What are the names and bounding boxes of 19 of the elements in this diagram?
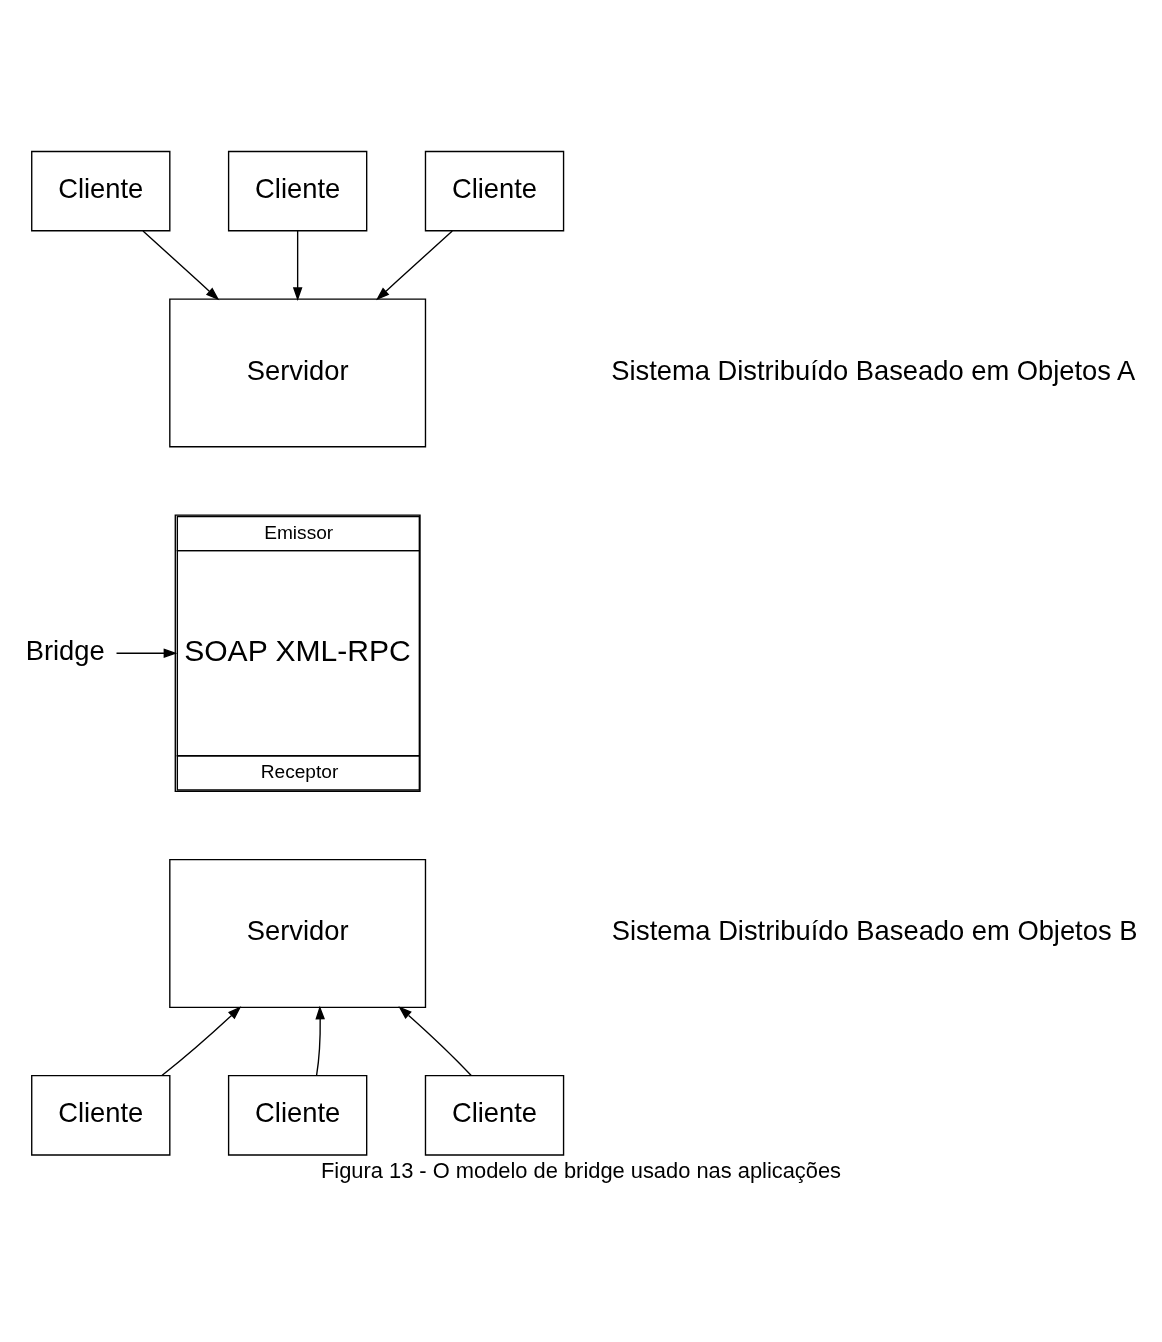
arrow bbox=[376, 230, 453, 301]
node-box: Cliente bbox=[227, 1075, 368, 1156]
arrow bbox=[142, 230, 220, 301]
caption: Figura 13 - O modelo de bridge usado nas aplicações bbox=[320, 1157, 842, 1183]
node-box: Servidor bbox=[169, 859, 427, 1008]
node-text: Bridge bbox=[25, 635, 105, 667]
node-box: Cliente bbox=[31, 1075, 171, 1156]
arrow bbox=[292, 230, 303, 301]
arrow bbox=[398, 1006, 472, 1077]
label: Sistema Distribuído Baseado em Objetos A bbox=[611, 354, 1136, 386]
node-box: Cliente bbox=[424, 150, 565, 232]
arrow bbox=[315, 1005, 325, 1077]
arrow bbox=[115, 648, 178, 658]
node-box: Servidor bbox=[169, 298, 427, 448]
label: Sistema Distribuído Baseado em Objetos B bbox=[611, 915, 1138, 947]
node-box: Cliente bbox=[227, 150, 368, 232]
node-box: Cliente bbox=[31, 150, 171, 232]
node-box: Cliente bbox=[424, 1075, 565, 1156]
arrow bbox=[161, 1006, 242, 1077]
